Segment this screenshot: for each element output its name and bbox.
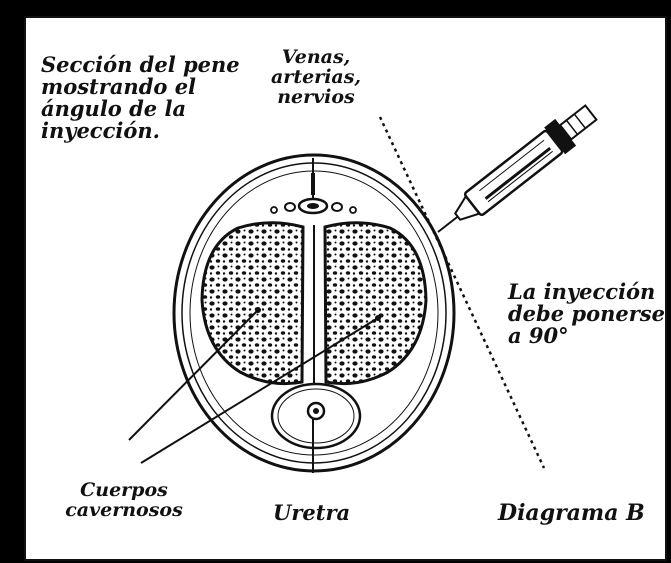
vessels-label: Venas, arterias, nervios	[271, 48, 361, 108]
corpus-spongiosum	[272, 384, 360, 448]
diagram-id-label: Diagrama B	[498, 502, 645, 525]
corpora-cavernosa-label: Cuerpos cavernosos	[64, 481, 184, 521]
injection-note-label: La inyección debe ponerse a 90°	[508, 281, 665, 347]
section-title-label: Sección del pene mostrando el ángulo de …	[41, 54, 240, 142]
syringe	[428, 99, 602, 245]
urethra-label: Uretra	[273, 502, 350, 524]
